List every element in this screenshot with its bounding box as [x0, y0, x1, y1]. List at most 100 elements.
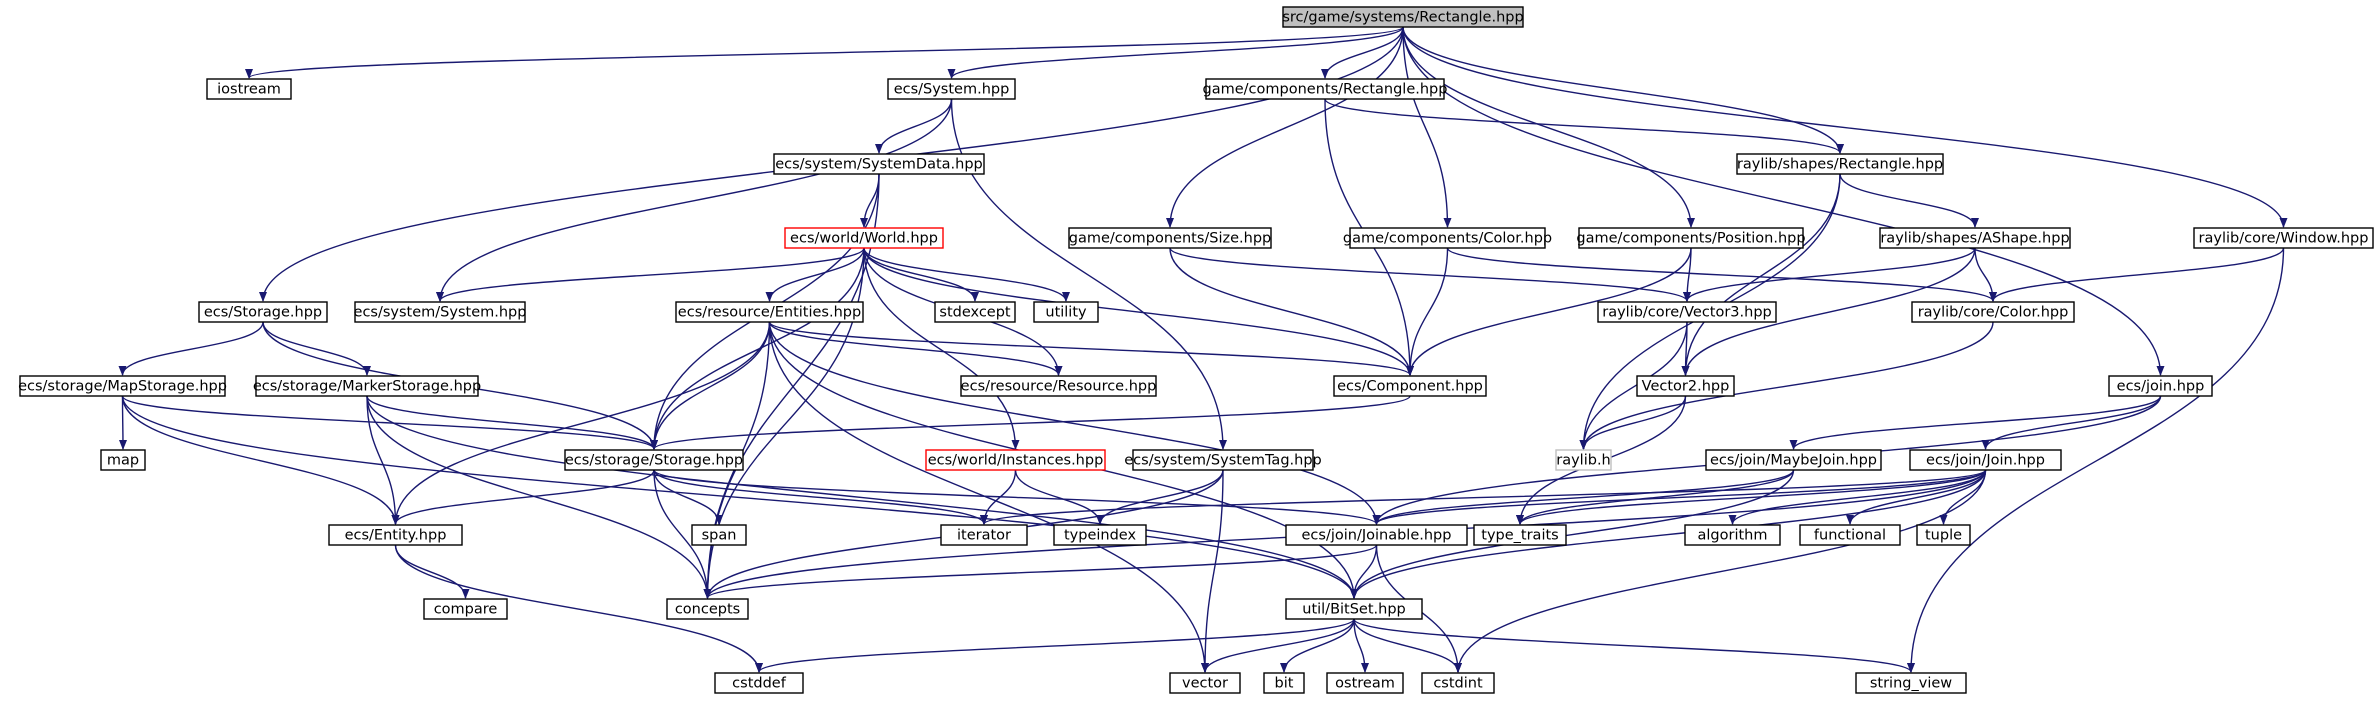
edge-rl-color-to-raylib-h: [1579, 321, 1994, 450]
node-bit[interactable]: bit: [1263, 672, 1305, 694]
include-edge: [118, 321, 264, 376]
node-ecs-systemtag[interactable]: ecs/system/SystemTag.hpp: [1124, 449, 1322, 471]
node-gc-rectangle[interactable]: game/components/Rectangle.hpp: [1203, 78, 1448, 100]
include-edge: [768, 321, 1209, 673]
node-box: [1578, 227, 1804, 249]
node-ecs-storage[interactable]: ecs/Storage.hpp: [198, 301, 328, 323]
node-label: utility: [1045, 305, 1087, 321]
node-gc-color[interactable]: game/components/Color.hpp: [1343, 227, 1552, 249]
node-ecs-mapstorage[interactable]: ecs/storage/MapStorage.hpp: [18, 375, 227, 397]
node-typeindex[interactable]: typeindex: [1053, 524, 1147, 546]
node-tuple[interactable]: tuple: [1916, 524, 1971, 546]
edge-ecs-storage-storage-to-iterator: [653, 469, 988, 525]
node-string-view[interactable]: string_view: [1855, 672, 1967, 694]
node-cstdint[interactable]: cstdint: [1421, 672, 1495, 694]
node-span[interactable]: span: [691, 524, 747, 546]
node-util-bitset[interactable]: util/BitSet.hpp: [1285, 598, 1423, 620]
node-rl-ashape[interactable]: raylib/shapes/AShape.hpp: [1879, 227, 2071, 249]
include-edge: [653, 469, 1381, 525]
node-cstddef[interactable]: cstddef: [714, 672, 804, 694]
node-ecs-systemdata[interactable]: ecs/system/SystemData.hpp: [773, 153, 985, 175]
include-edge: [121, 395, 400, 525]
node-ecs-entities[interactable]: ecs/resource/Entities.hpp: [675, 301, 864, 323]
node-label: ecs/system/SystemData.hpp: [775, 157, 983, 173]
node-rl-rectangle[interactable]: raylib/shapes/Rectangle.hpp: [1736, 153, 1944, 175]
node-label: ecs/System.hpp: [894, 82, 1010, 98]
node-label: Vector2.hpp: [1642, 379, 1730, 395]
edge-ecs-entities-to-ecs-joinable: [768, 321, 1381, 525]
node-label: stdexcept: [939, 305, 1011, 321]
dependency-edges: [118, 26, 2288, 673]
node-type-traits[interactable]: type_traits: [1473, 524, 1567, 546]
node-raylib-h[interactable]: raylib.h: [1555, 449, 1612, 471]
node-ecs-system[interactable]: ecs/System.hpp: [887, 78, 1016, 100]
node-label: iostream: [217, 82, 281, 98]
node-gc-size[interactable]: game/components/Size.hpp: [1068, 227, 1272, 249]
node-box: [1879, 227, 2071, 249]
node-ostream[interactable]: ostream: [1326, 672, 1404, 694]
node-ecs-component[interactable]: ecs/Component.hpp: [1333, 375, 1487, 397]
node-box: [255, 375, 479, 397]
edge-ecs-entities-to-ecs-component: [768, 321, 1414, 376]
node-ecs-markerstorage[interactable]: ecs/storage/MarkerStorage.hpp: [253, 375, 481, 397]
node-ecs-instances[interactable]: ecs/world/Instances.hpp: [925, 449, 1106, 471]
node-rl-color[interactable]: raylib/core/Color.hpp: [1911, 301, 2075, 323]
node-ecs-maybejoin[interactable]: ecs/join/MaybeJoin.hpp: [1705, 449, 1882, 471]
node-rl-vector3[interactable]: raylib/core/Vector3.hpp: [1597, 301, 1777, 323]
edge-ecs-join-join-to-iterator: [980, 469, 1987, 525]
edge-ecs-entity-to-compare: [394, 544, 470, 599]
edge-ecs-world-to-stdexcept: [863, 247, 979, 302]
node-box: [1205, 78, 1445, 100]
edge-ecs-system-to-ecs-system-system: [436, 98, 953, 302]
edge-ecs-joinable-to-concepts: [703, 544, 1378, 599]
node-box: [354, 301, 526, 323]
include-edge: [1839, 173, 1979, 228]
node-vector2[interactable]: Vector2.hpp: [1636, 375, 1735, 397]
edge-ecs-storage-storage-to-span: [653, 469, 723, 525]
node-gc-position[interactable]: game/components/Position.hpp: [1576, 227, 1806, 249]
node-ecs-storage-storage[interactable]: ecs/storage/Storage.hpp: [564, 449, 744, 471]
node-label: cstddef: [732, 676, 787, 692]
node-ecs-resource[interactable]: ecs/resource/Resource.hpp: [960, 375, 1157, 397]
node-label: tuple: [1925, 528, 1962, 544]
node-box: [666, 598, 749, 620]
edge-ecs-world-to-ecs-system-system: [436, 247, 865, 302]
node-utility[interactable]: utility: [1033, 301, 1099, 323]
node-ecs-world[interactable]: ecs/world/World.hpp: [784, 227, 944, 249]
node-label: game/components/Rectangle.hpp: [1203, 82, 1448, 98]
include-edge: [703, 544, 1378, 599]
node-stdexcept[interactable]: stdexcept: [934, 301, 1016, 323]
node-ecs-system-system[interactable]: ecs/system/System.hpp: [354, 301, 527, 323]
edge-ecs-mapstorage-to-util-bitset: [121, 395, 1358, 599]
node-ecs-joinable[interactable]: ecs/join/Joinable.hpp: [1285, 524, 1468, 546]
edge-vector2-to-raylib-h: [1579, 395, 1687, 450]
node-compare[interactable]: compare: [423, 598, 508, 620]
include-edge: [1280, 618, 1355, 673]
edge-gc-color-to-ecs-component: [1406, 247, 1449, 376]
node-label: raylib/shapes/Rectangle.hpp: [1737, 157, 1943, 173]
edge-rl-ashape-to-rl-color: [1974, 247, 1997, 302]
node-map[interactable]: map: [100, 449, 146, 471]
include-edge: [768, 321, 1381, 525]
node-ecs-join[interactable]: ecs/join.hpp: [2108, 375, 2213, 397]
node-box: [925, 449, 1106, 471]
edge-ecs-component-to-ecs-storage-storage: [650, 395, 1411, 450]
node-ecs-entity[interactable]: ecs/Entity.hpp: [328, 524, 463, 546]
node-vector[interactable]: vector: [1169, 672, 1241, 694]
node-functional[interactable]: functional: [1799, 524, 1901, 546]
edge-root-to-gc-color: [1402, 26, 1452, 228]
node-rl-window[interactable]: raylib/core/Window.hpp: [2193, 227, 2374, 249]
include-edge: [768, 321, 1414, 376]
node-iostream[interactable]: iostream: [206, 78, 292, 100]
node-iterator[interactable]: iterator: [940, 524, 1028, 546]
include-edge: [1402, 26, 1452, 228]
node-root[interactable]: src/game/systems/Rectangle.hpp: [1282, 6, 1524, 28]
node-concepts[interactable]: concepts: [666, 598, 749, 620]
edge-ecs-mapstorage-to-ecs-storage-storage: [121, 395, 658, 450]
include-edge: [1402, 26, 2288, 228]
node-ecs-join-join[interactable]: ecs/join/Join.hpp: [1909, 449, 2062, 471]
node-algorithm[interactable]: algorithm: [1684, 524, 1781, 546]
include-edge: [653, 469, 723, 525]
include-edge: [1350, 469, 1987, 599]
include-edge: [1321, 26, 1404, 79]
